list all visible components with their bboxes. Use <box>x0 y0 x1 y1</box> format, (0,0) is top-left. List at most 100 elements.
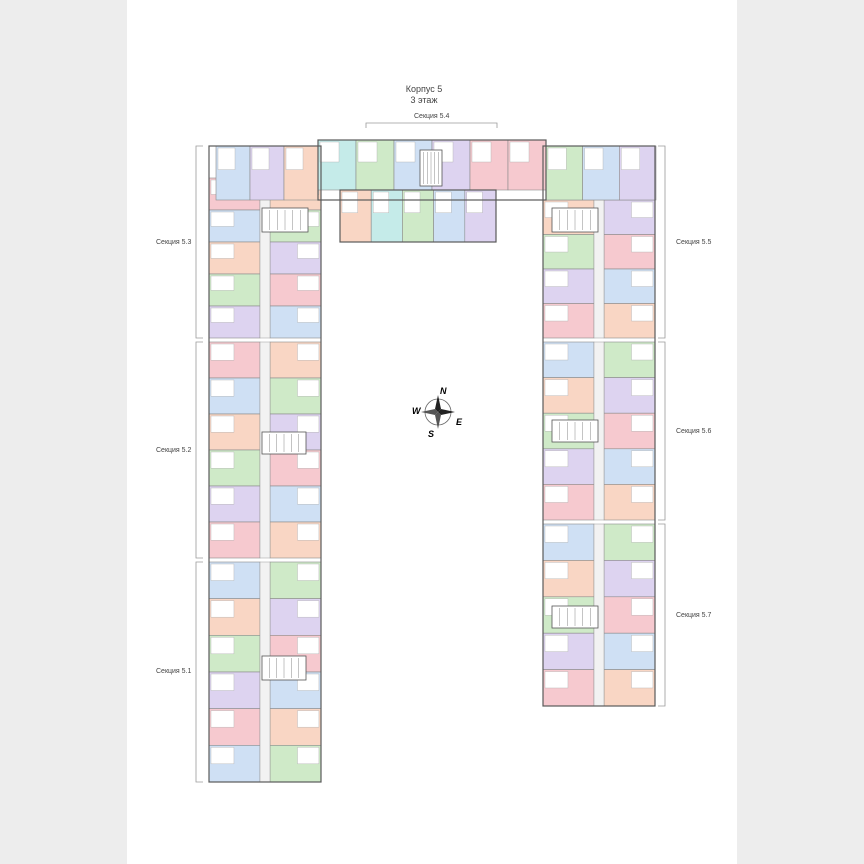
room <box>217 147 236 170</box>
room <box>210 451 235 469</box>
room <box>544 525 569 543</box>
section-label-5-3: Секция 5.3 <box>156 239 192 246</box>
room <box>631 270 654 287</box>
room <box>631 486 654 503</box>
room <box>631 598 654 616</box>
room <box>544 343 569 361</box>
stair-cores <box>261 149 599 681</box>
room <box>210 243 235 259</box>
room <box>210 343 235 361</box>
room <box>297 379 320 397</box>
bracket-5-5 <box>658 145 666 339</box>
room <box>395 141 416 163</box>
room <box>631 671 654 689</box>
room <box>297 710 320 728</box>
bracket-5-3 <box>195 145 203 339</box>
room <box>210 275 235 291</box>
room <box>631 450 654 468</box>
room <box>297 523 320 541</box>
room <box>584 147 604 170</box>
corridor <box>259 177 271 339</box>
bracket-5-7 <box>658 523 666 707</box>
room <box>210 710 235 728</box>
room <box>297 307 320 323</box>
room <box>544 486 569 503</box>
room <box>544 379 569 396</box>
room <box>341 191 358 213</box>
building-title: Корпус 5 <box>405 84 443 94</box>
room <box>210 600 235 618</box>
floor-title: 3 этаж <box>410 95 438 105</box>
room <box>251 147 270 170</box>
room <box>297 600 320 618</box>
exterior-wall <box>317 139 547 201</box>
room <box>210 673 235 691</box>
section-label-5-4: Секция 5.4 <box>414 113 450 120</box>
exterior-wall <box>542 145 656 707</box>
room <box>544 562 569 579</box>
bracket-5-4 <box>365 122 498 128</box>
room <box>285 147 304 170</box>
room <box>297 487 320 505</box>
room <box>631 343 654 361</box>
room <box>210 415 235 433</box>
compass-w: W <box>412 406 422 416</box>
room <box>210 379 235 397</box>
room <box>544 671 569 689</box>
room <box>297 637 320 655</box>
section-label-5-7: Секция 5.7 <box>676 612 712 619</box>
section-brackets <box>195 122 666 783</box>
compass-rose: N E S W <box>412 386 463 439</box>
bracket-5-6 <box>658 341 666 521</box>
room <box>297 747 320 765</box>
room <box>319 141 340 163</box>
room <box>544 305 569 322</box>
exterior-wall <box>208 145 322 783</box>
room <box>631 415 654 432</box>
room <box>297 415 320 433</box>
room <box>631 236 654 253</box>
room <box>509 141 530 163</box>
room <box>210 637 235 655</box>
room <box>631 562 654 579</box>
bracket-5-1 <box>195 561 203 783</box>
room <box>544 450 569 468</box>
compass-n: N <box>440 386 447 396</box>
room <box>435 191 452 213</box>
room <box>544 270 569 287</box>
room <box>466 191 483 213</box>
room <box>210 747 235 765</box>
compass-s: S <box>428 429 434 439</box>
compass-e: E <box>456 417 463 427</box>
room <box>544 236 569 253</box>
section-label-5-1: Секция 5.1 <box>156 668 192 675</box>
building-outline <box>208 139 656 783</box>
room <box>621 147 640 170</box>
room <box>544 635 569 652</box>
room <box>297 343 320 361</box>
room <box>297 451 320 469</box>
room <box>297 275 320 291</box>
room <box>631 379 654 396</box>
room <box>210 307 235 323</box>
section-label-5-6: Секция 5.6 <box>676 428 712 435</box>
room <box>631 635 654 652</box>
room <box>210 563 235 581</box>
room <box>210 523 235 541</box>
room <box>547 147 567 170</box>
bracket-5-2 <box>195 341 203 559</box>
room <box>373 191 390 213</box>
section-label-5-5: Секция 5.5 <box>676 239 712 246</box>
room <box>210 211 235 227</box>
room <box>631 201 654 218</box>
room <box>404 191 421 213</box>
exterior-wall <box>339 189 497 243</box>
room <box>471 141 492 163</box>
section-label-5-2: Секция 5.2 <box>156 447 192 454</box>
room <box>631 305 654 322</box>
room <box>297 563 320 581</box>
room <box>357 141 378 163</box>
room <box>210 487 235 505</box>
apartment-blocks <box>208 139 657 783</box>
